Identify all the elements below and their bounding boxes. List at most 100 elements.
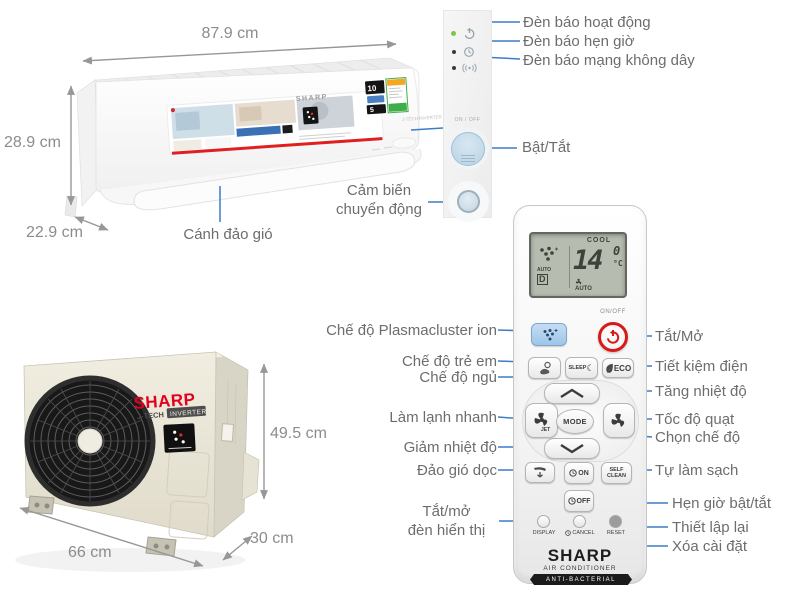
label-reset: Thiết lập lại	[672, 519, 749, 536]
svg-text:JET: JET	[541, 427, 550, 432]
lcd-temp-fraction: 0 °C	[613, 244, 623, 268]
anti-bacterial-badge: ANTI-BACTERIAL	[530, 574, 632, 585]
timer-icon	[464, 47, 474, 57]
outdoor-fan-grille	[24, 375, 156, 507]
jet-button[interactable]: JET	[525, 403, 558, 438]
label-swing-blade: Cánh đảo gió	[183, 226, 273, 243]
clock-icon	[569, 469, 577, 477]
label-motion-sensor: Cảm biến chuyển động	[336, 182, 422, 218]
cancel-button-label: CANCEL	[557, 530, 603, 536]
indicator-row-timer	[444, 46, 491, 60]
outdoor-tech-text: J-TECH	[137, 410, 165, 421]
power-led	[451, 31, 456, 36]
remote-power-button[interactable]	[598, 322, 628, 352]
vertical-swing-button[interactable]	[525, 462, 555, 483]
cancel-button[interactable]	[573, 515, 586, 528]
fan-icon	[611, 413, 625, 427]
plasmacluster-button[interactable]	[531, 323, 567, 346]
indoor-width-dimension: 87.9 cm	[201, 25, 259, 42]
label-timer-on-off: Hẹn giờ bật/tắt	[672, 495, 772, 512]
label-indicator-power: Đèn báo hoạt động	[523, 14, 651, 31]
child-mode-button[interactable]	[528, 357, 561, 379]
timer-off-button[interactable]: OFF	[564, 490, 594, 512]
lcd-fan-row: AUTO	[575, 278, 592, 292]
label-clear-settings: Xóa cài đặt	[672, 538, 748, 555]
clock-icon	[567, 497, 576, 505]
outdoor-height-dimension: 49.5 cm	[270, 425, 327, 442]
outdoor-unit-illustration: SHARP J-TECH INVERTER	[15, 351, 260, 572]
label-temp-up: Tăng nhiệt độ	[655, 383, 747, 400]
clock-icon	[565, 530, 572, 536]
indicator-row-power	[444, 27, 491, 41]
label-plasmacluster: Chế độ Plasmacluster ion	[326, 322, 497, 339]
temp-down-button[interactable]	[544, 438, 600, 459]
label-indicator-wireless: Đèn báo mạng không dây	[523, 52, 695, 69]
svg-text:5: 5	[370, 107, 374, 114]
lcd-temp-unit: °C	[613, 258, 623, 268]
control-panel-strip: ON / OFF	[443, 10, 492, 218]
power-icon	[464, 28, 475, 39]
lcd-temperature: 14	[573, 245, 603, 276]
leaf-icon	[606, 363, 613, 373]
outdoor-depth-dimension: 30 cm	[250, 530, 294, 547]
outdoor-plasmacluster-badge	[163, 423, 196, 453]
timer-on-button[interactable]: ON	[564, 462, 594, 484]
indoor-plasmacluster-badge	[302, 106, 319, 125]
reset-button[interactable]	[609, 515, 622, 528]
wireless-icon	[462, 63, 477, 73]
indoor-side-text: J-TECH INVERTER	[402, 114, 443, 122]
timer-led	[452, 50, 456, 54]
label-energy-saving: Tiết kiệm điện	[655, 358, 748, 375]
lcd-plasmacluster-icon	[540, 246, 558, 261]
fan-speed-button[interactable]	[603, 403, 635, 438]
lcd-auto-label: AUTO	[537, 267, 552, 273]
label-mode-select: Chọn chế độ	[655, 429, 741, 446]
indoor-height-dimension: 28.9 cm	[4, 134, 61, 151]
indicator-row-wireless	[444, 62, 491, 76]
lcd-fan-icon	[576, 278, 582, 285]
svg-text:10: 10	[367, 84, 377, 94]
label-fan-speed: Tốc độ quạt	[655, 411, 735, 428]
child-mode-icon	[539, 361, 551, 375]
label-self-clean: Tự làm sạch	[655, 462, 739, 479]
chevron-down-icon	[560, 443, 584, 454]
indoor-energy-labels: 10 5	[364, 77, 409, 115]
indoor-depth-dimension: 22.9 cm	[26, 224, 83, 241]
label-display-toggle: Tắt/mở đèn hiển thị	[407, 503, 486, 539]
label-power-toggle: Tắt/Mở	[655, 328, 704, 345]
outdoor-width-dimension: 66 cm	[68, 544, 112, 561]
temp-up-button[interactable]	[544, 383, 600, 404]
label-panel-power: Bật/Tắt	[522, 139, 571, 156]
lcd-auto-letter: D	[537, 274, 548, 285]
display-button[interactable]	[537, 515, 550, 528]
plasmacluster-icon	[543, 328, 558, 340]
indoor-unit-illustration: SHARP 10 5 J-TECH INVERTER	[64, 57, 443, 218]
remote-product-text: AIR CONDITIONER	[543, 565, 617, 572]
lcd-divider	[569, 246, 570, 288]
motion-sensor	[457, 190, 480, 213]
indoor-brand-text: SHARP	[296, 94, 328, 103]
lcd-mode-text: COOL	[586, 237, 612, 244]
mode-button[interactable]: MODE	[556, 409, 594, 434]
outdoor-brand-text: SHARP	[133, 390, 196, 413]
label-vertical-swing: Đảo gió dọc	[416, 462, 497, 479]
label-temp-down: Giảm nhiệt độ	[403, 439, 497, 456]
label-child-mode: Chế độ trẻ em	[401, 353, 497, 370]
power-icon	[606, 330, 620, 344]
chevron-up-icon	[560, 388, 584, 399]
outdoor-inverter-badge: INVERTER	[170, 409, 207, 419]
panel-onoff-text: ON / OFF	[454, 117, 481, 123]
eco-button[interactable]: ECO	[602, 358, 634, 378]
wireless-led	[452, 66, 456, 70]
remote-control: AUTO D COOL 14 0 °C AUTO ON/OFF	[513, 205, 647, 585]
sleep-button[interactable]: SLEEP☾	[565, 357, 598, 379]
promo-sticker	[166, 90, 384, 155]
panel-power-button[interactable]	[451, 132, 485, 166]
label-indicator-timer: Đèn báo hẹn giờ	[523, 33, 635, 50]
label-sleep-mode: Chế độ ngủ	[419, 369, 497, 386]
remote-onoff-label: ON/OFF	[600, 309, 626, 315]
label-fast-cooling: Làm lạnh nhanh	[389, 409, 497, 426]
